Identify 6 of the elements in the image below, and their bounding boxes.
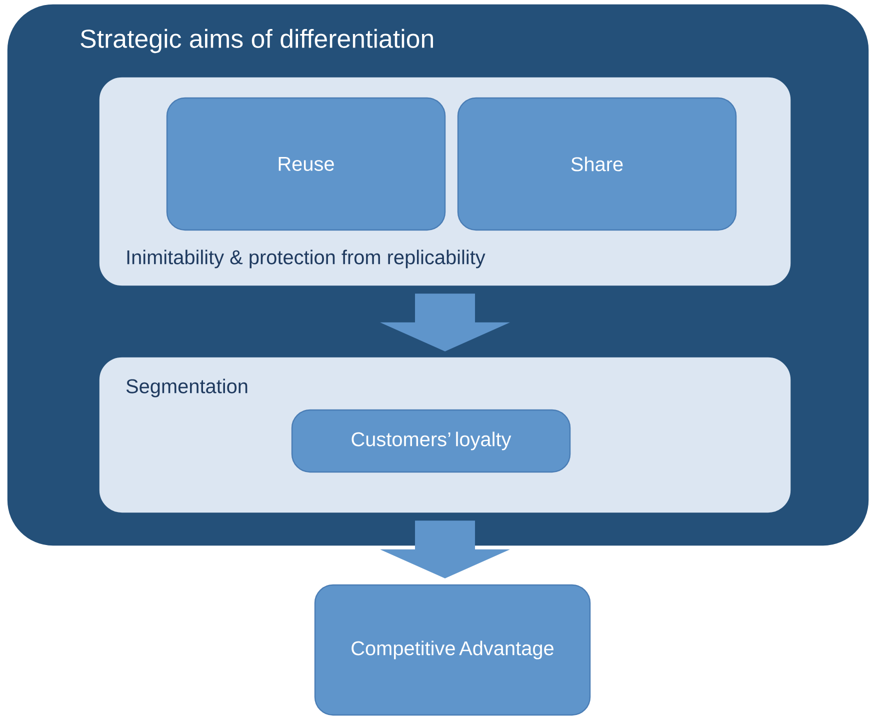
process-box: Customers’ loyalty (291, 409, 571, 473)
block-arrow (380, 294, 510, 352)
process-box: Competitive Advantage (314, 584, 591, 716)
process-box: Reuse (166, 97, 446, 231)
block-arrow (380, 520, 510, 578)
process-box: Share (457, 97, 737, 231)
